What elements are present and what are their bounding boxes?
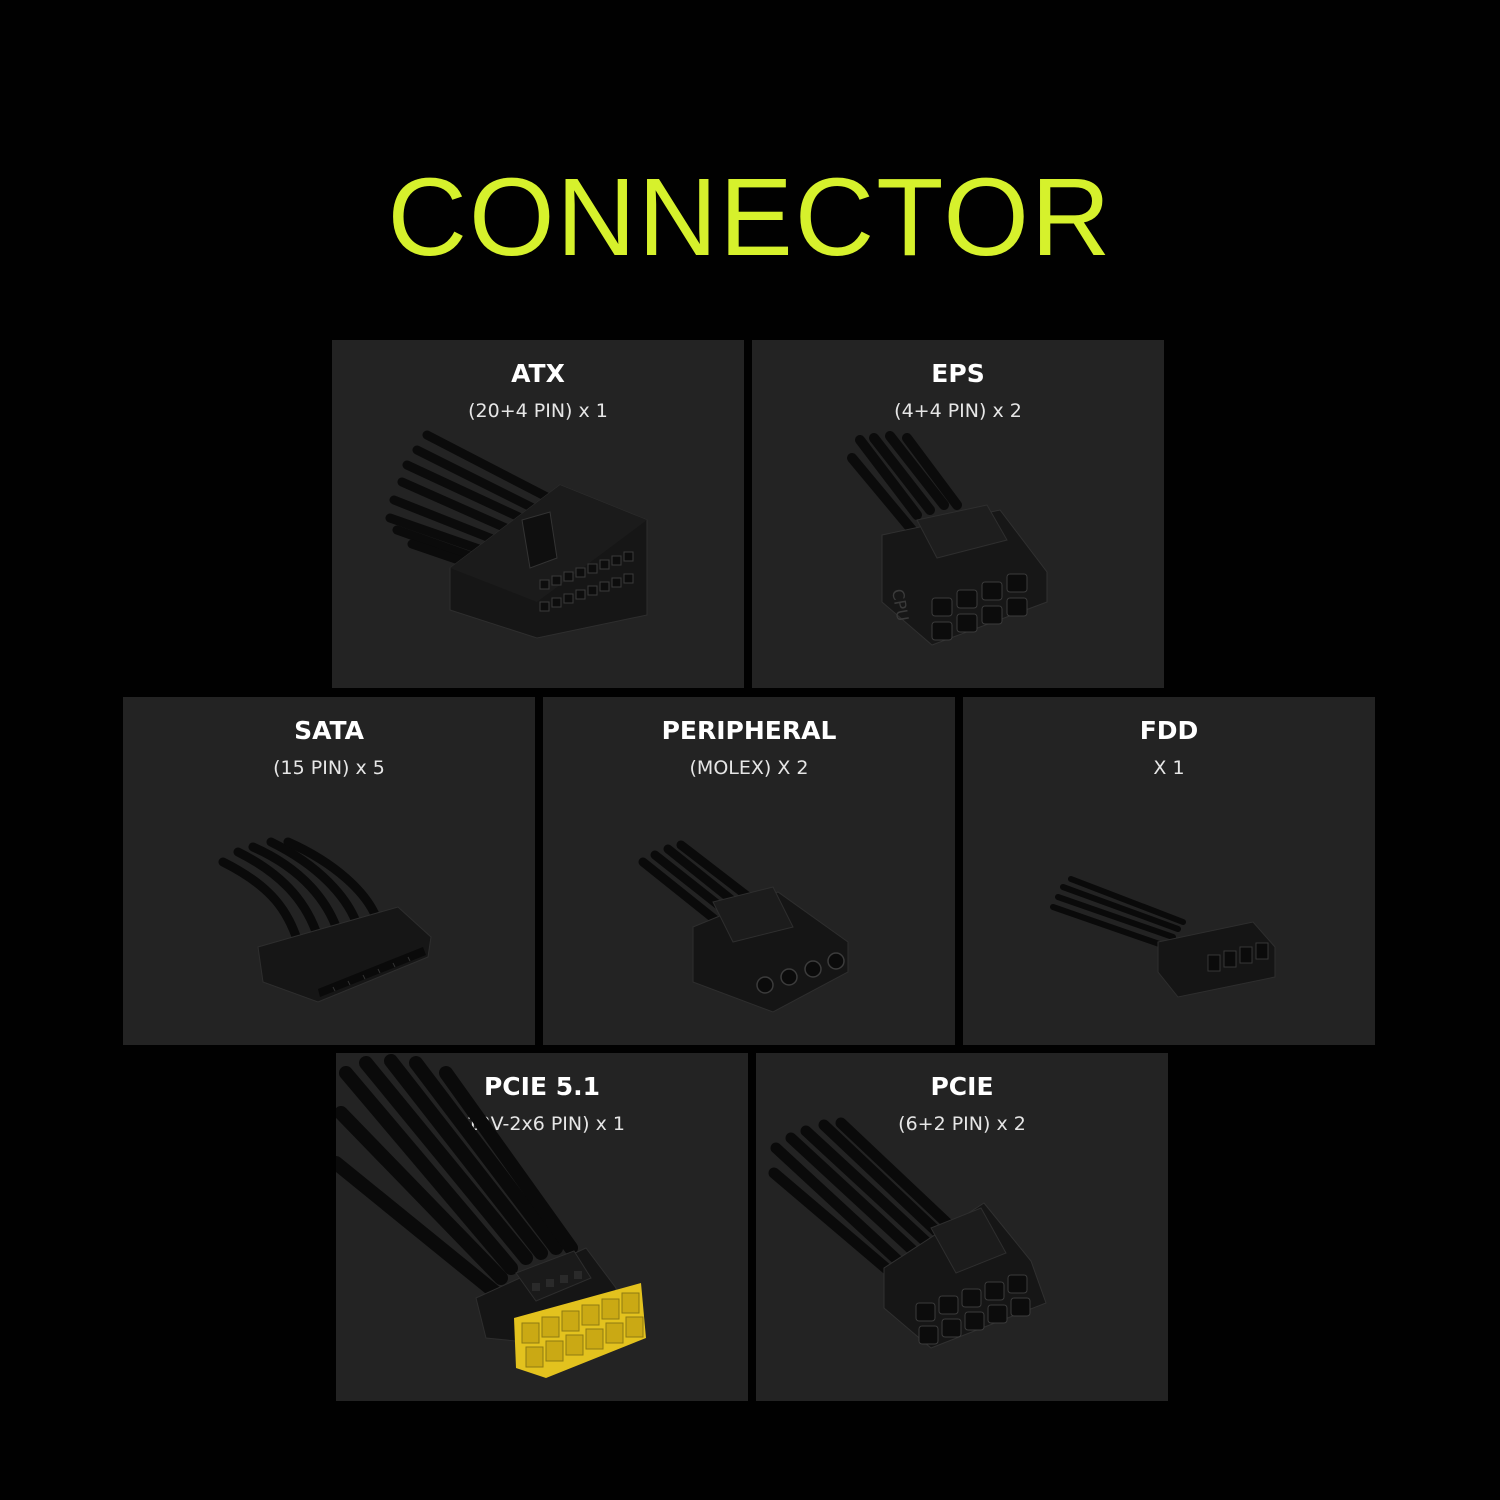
connector-name: ATX — [511, 359, 565, 388]
connector-detail: (12V-2x6 PIN) x 1 — [459, 1113, 625, 1135]
connector-detail: X 1 — [1153, 757, 1185, 779]
connector-detail: (6+2 PIN) x 2 — [898, 1113, 1026, 1135]
connector-card-peripheral: PERIPHERAL (MOLEX) X 2 — [543, 697, 955, 1045]
molex-connector-image — [638, 840, 849, 1013]
connector-card-pcie: PCIE (6+2 PIN) x 2 — [756, 1053, 1168, 1401]
connector-name: SATA — [294, 716, 364, 745]
connector-detail: (15 PIN) x 5 — [273, 757, 385, 779]
fdd-connector-image — [1050, 876, 1276, 998]
connector-card-fdd: FDD X 1 — [963, 697, 1375, 1045]
connector-name: FDD — [1139, 716, 1199, 745]
connector-card-sata: SATA (15 PIN) x 5 — [123, 697, 535, 1045]
connector-detail: (4+4 PIN) x 2 — [894, 400, 1022, 422]
sata-connector-image — [218, 837, 432, 1003]
pcie51-connector-image — [336, 1054, 646, 1378]
connector-card-atx: ATX (20+4 PIN) x 1 — [332, 340, 744, 688]
connector-card-pcie51: PCIE 5.1 (12V-2x6 PIN) x 1 — [336, 1053, 748, 1401]
atx-connector-image — [385, 430, 648, 639]
connector-name: EPS — [931, 359, 985, 388]
page-title: CONNECTOR — [387, 156, 1113, 279]
connector-card-eps: EPS (4+4 PIN) x 2 CPU — [752, 340, 1164, 688]
connector-name: PCIE 5.1 — [483, 1072, 601, 1101]
connector-name: PCIE — [930, 1072, 994, 1101]
connector-detail: (20+4 PIN) x 1 — [468, 400, 608, 422]
eps-connector-image: CPU — [847, 431, 1048, 646]
pcie-connector-image — [768, 1117, 1047, 1349]
connector-detail: (MOLEX) X 2 — [689, 757, 809, 779]
connector-name: PERIPHERAL — [661, 716, 837, 745]
